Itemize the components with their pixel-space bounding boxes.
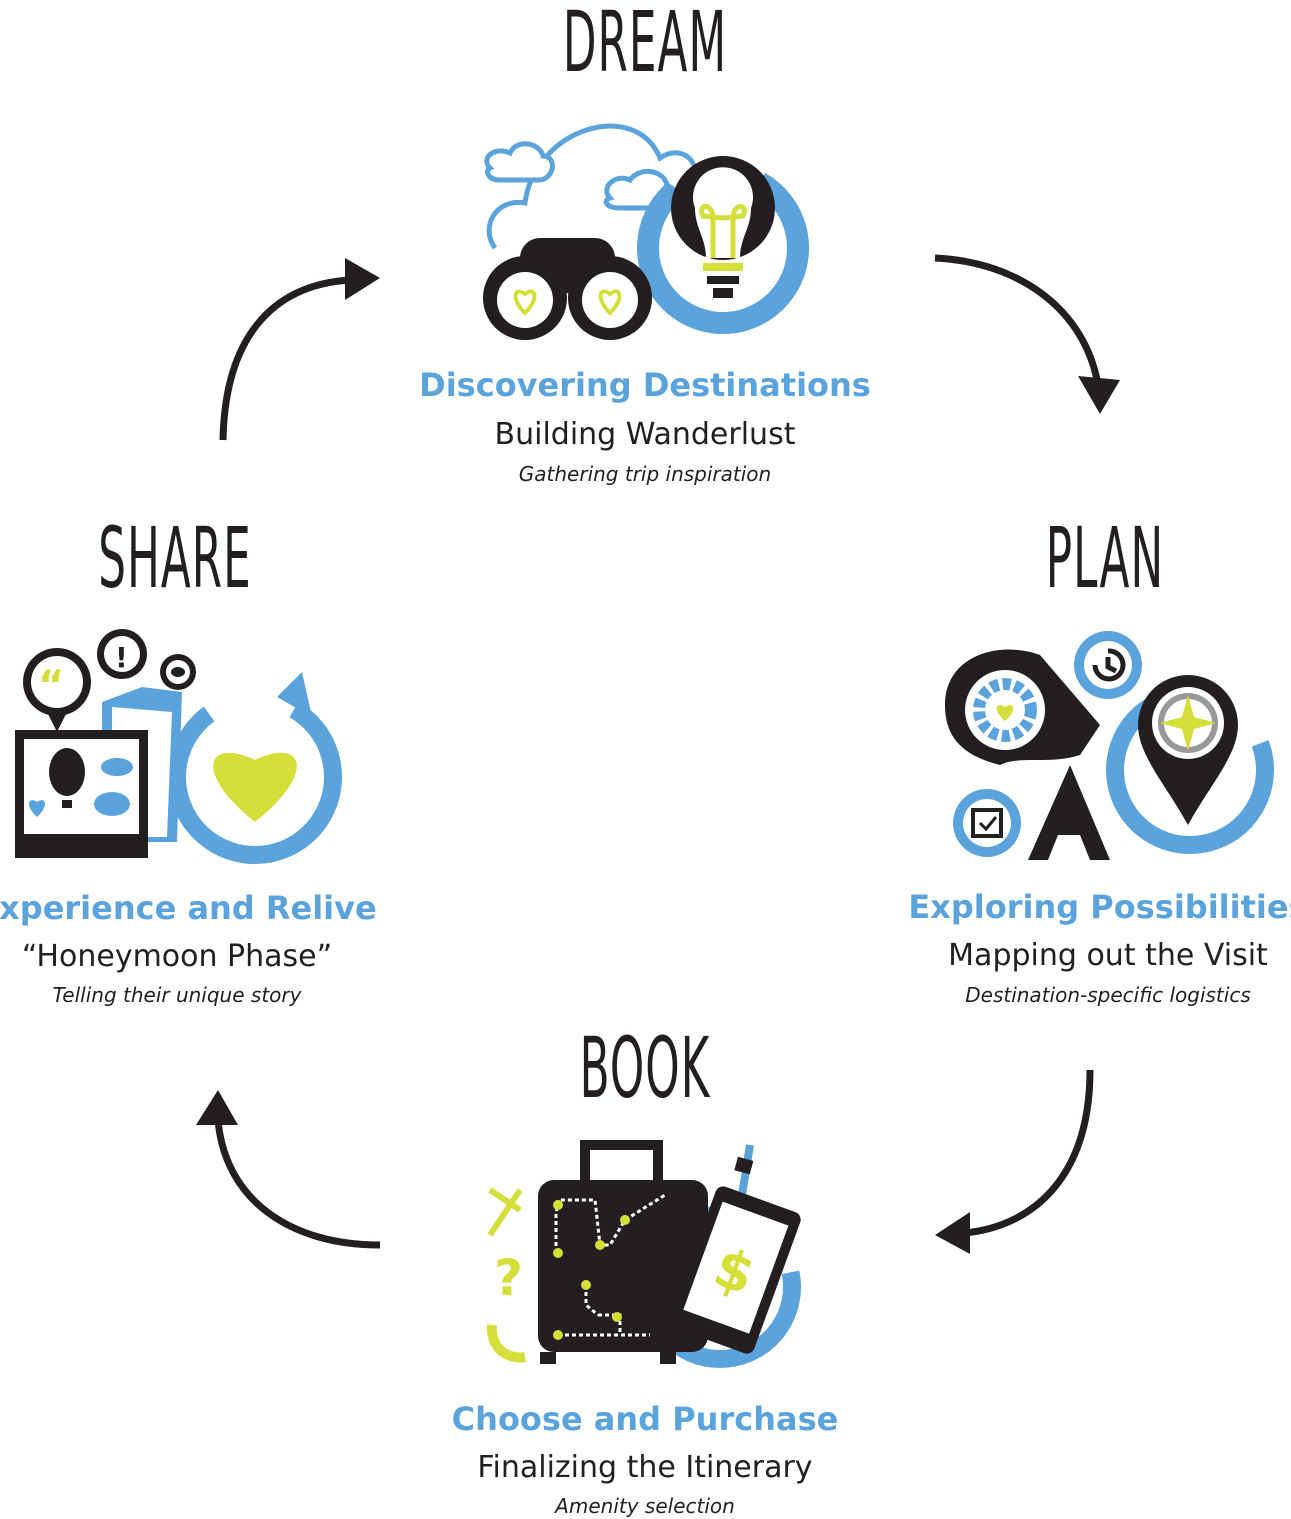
stage-title-book: BOOK bbox=[579, 1019, 711, 1117]
stage-subtitle-plan: Mapping out the Visit bbox=[948, 938, 1268, 973]
suitcase-phone-icon: ? $ bbox=[486, 1140, 801, 1368]
arrow-book-to-share bbox=[214, 1119, 381, 1249]
svg-text:“: “ bbox=[38, 663, 64, 709]
stage-heading-share: Experience and Relive bbox=[0, 889, 377, 927]
stage-subtitle-book: Finalizing the Itinerary bbox=[477, 1450, 813, 1485]
arrow-dream-to-plan bbox=[934, 254, 1102, 386]
stage-title-plan: PLAN bbox=[1045, 509, 1165, 607]
stage-subtitle-dream: Building Wanderlust bbox=[494, 417, 796, 452]
stage-heading-plan: Exploring Possibilities bbox=[908, 888, 1291, 926]
arrowhead-icon bbox=[935, 1212, 970, 1254]
arrowhead-icon bbox=[345, 258, 380, 300]
arrowhead-icon bbox=[1078, 376, 1120, 414]
photo-heart-icon: “ ! bbox=[15, 629, 342, 864]
arrowhead-icon bbox=[196, 1090, 238, 1125]
telescope-compass-icon bbox=[945, 631, 1274, 860]
stage-heading-book: Choose and Purchase bbox=[451, 1400, 839, 1438]
stage-note-book: Amenity selection bbox=[555, 1494, 735, 1518]
binoculars-lightbulb-icon bbox=[483, 123, 809, 340]
stage-note-plan: Destination-specific logistics bbox=[965, 983, 1251, 1007]
svg-text:!: ! bbox=[115, 641, 128, 674]
stage-note-share: Telling their unique story bbox=[52, 983, 302, 1007]
arrow-plan-to-book bbox=[964, 1069, 1094, 1237]
stage-note-dream: Gathering trip inspiration bbox=[518, 462, 772, 486]
stage-heading-dream: Discovering Destinations bbox=[419, 366, 871, 404]
stage-title-dream: DREAM bbox=[562, 0, 728, 91]
arrow-share-to-dream bbox=[219, 276, 351, 441]
svg-text:?: ? bbox=[494, 1249, 523, 1307]
stage-title-share: SHARE bbox=[98, 509, 252, 607]
stage-subtitle-share: “Honeymoon Phase” bbox=[21, 939, 333, 974]
